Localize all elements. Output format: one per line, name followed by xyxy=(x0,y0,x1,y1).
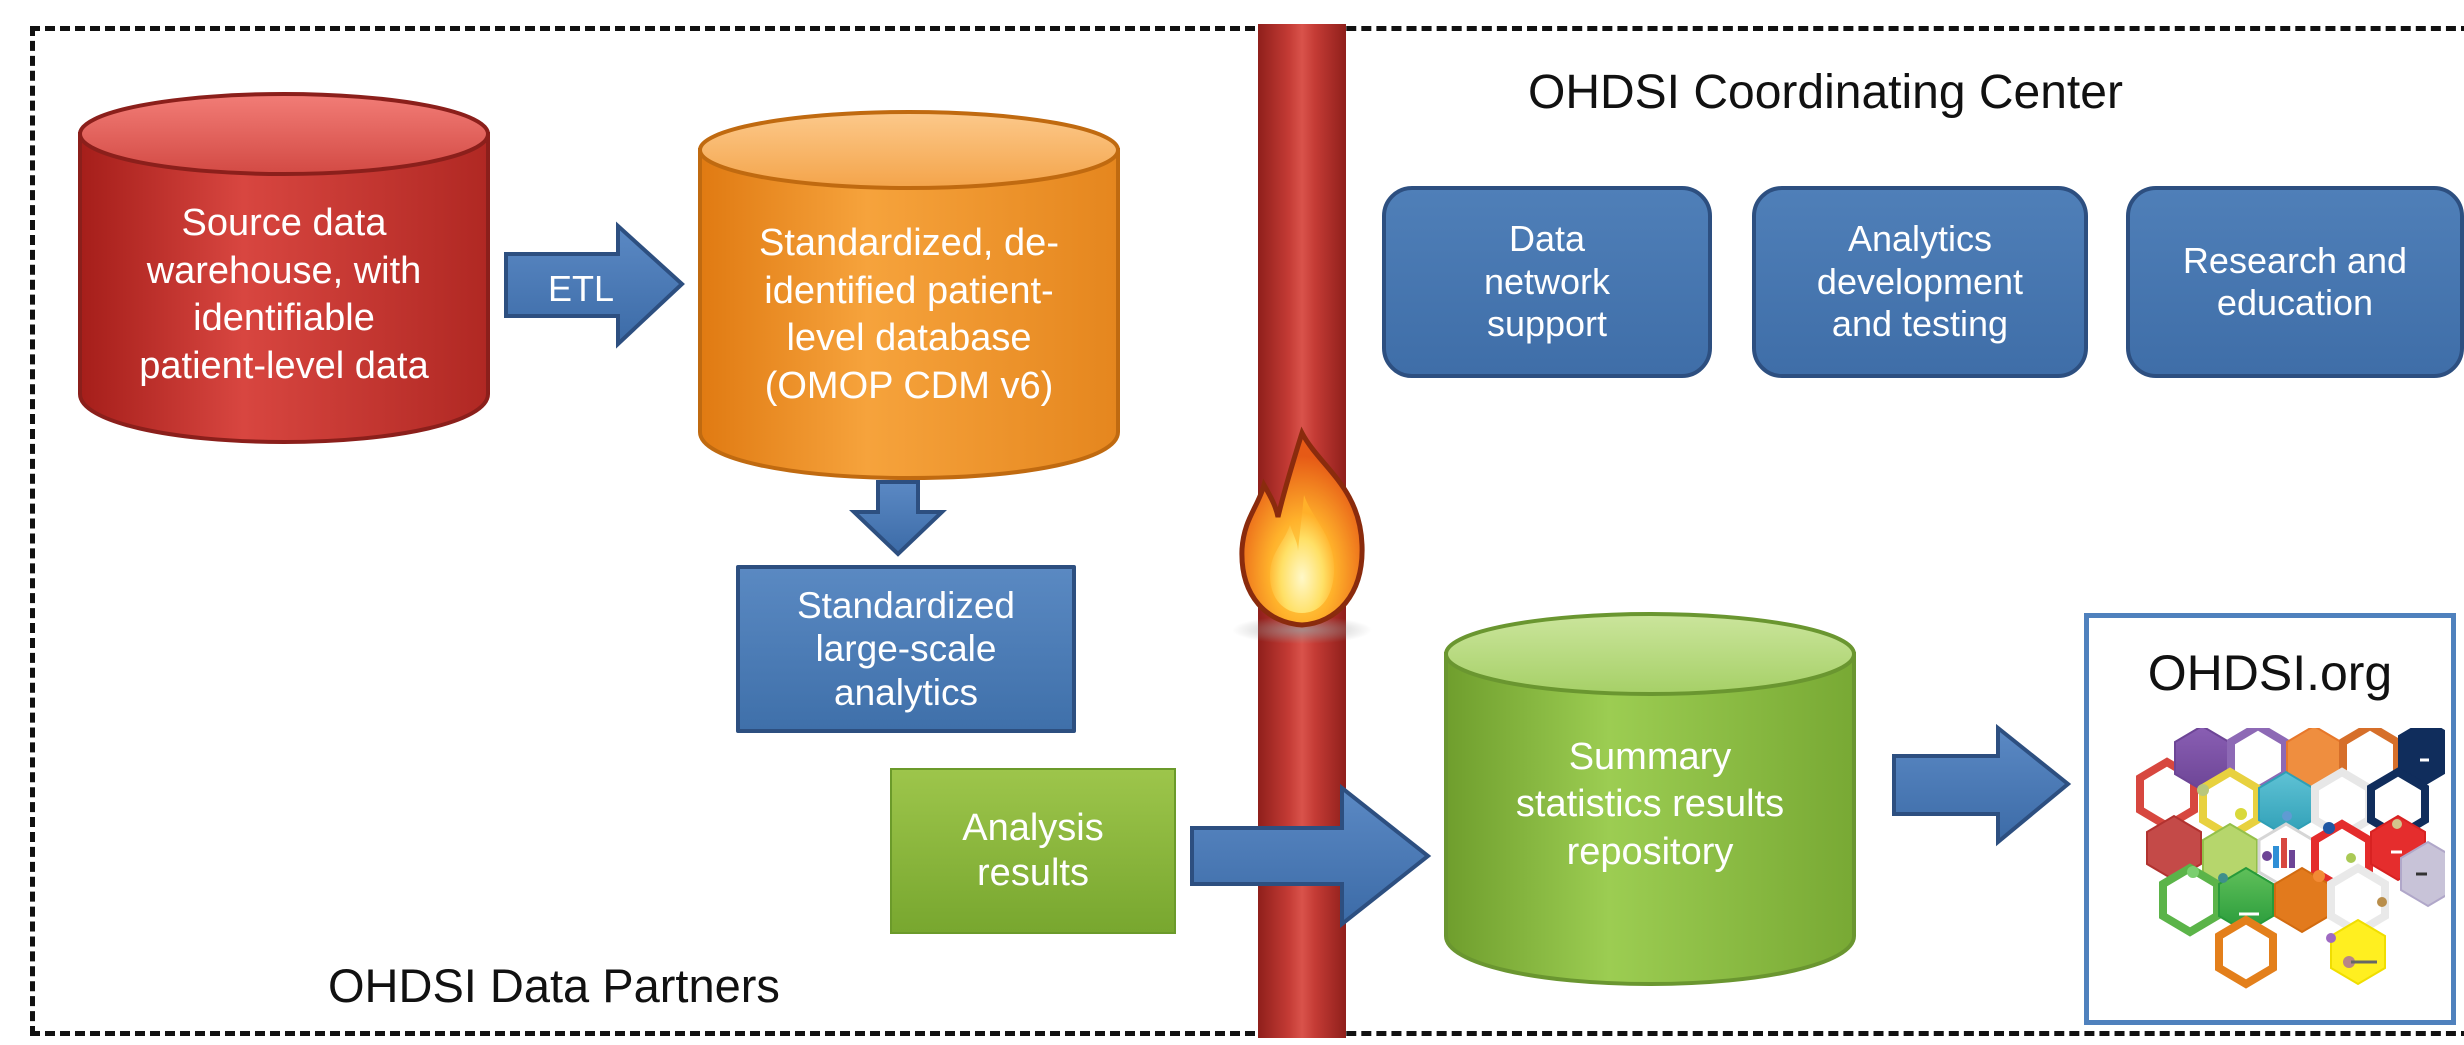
analysis-results-box: Analysis results xyxy=(890,768,1176,934)
data-partners-label: OHDSI Data Partners xyxy=(328,959,780,1012)
results-arrow xyxy=(1190,783,1432,929)
standardized-db-cylinder-text: Standardized, de- identified patient- le… xyxy=(759,222,1059,407)
data-network-support-box: Data network support xyxy=(1382,186,1712,378)
summary-repository-cylinder-shape xyxy=(1444,612,1856,987)
analytics-development-box: Analytics development and testing xyxy=(1752,186,2088,378)
etl-arrow xyxy=(504,221,685,349)
coordinating-center-boundary xyxy=(1286,26,2464,1036)
source-data-cylinder-text: Source data warehouse, with identifiable… xyxy=(139,202,429,387)
coordinating-center-label: OHDSI Coordinating Center xyxy=(1528,66,2123,119)
standardized-analytics-box: Standardized large-scale analytics xyxy=(736,565,1076,733)
ohdsi-hex-logo xyxy=(2136,728,2445,989)
ohdsi-org-title: OHDSI.org xyxy=(2147,645,2393,701)
source-data-cylinder-shape xyxy=(78,92,490,445)
etl-label: ETL xyxy=(548,268,615,309)
ohdsi-org-panel: OHDSI.org xyxy=(2084,613,2456,1025)
fire-icon xyxy=(1232,426,1372,644)
data-partners-boundary xyxy=(30,26,1270,1036)
summary-repository-cylinder-text: Summary statistics results repository xyxy=(1515,735,1785,873)
org-arrow xyxy=(1892,723,2072,847)
down-arrow xyxy=(849,480,947,557)
research-education-box: Research and education xyxy=(2126,186,2464,378)
standardized-db-cylinder-shape xyxy=(698,110,1120,481)
